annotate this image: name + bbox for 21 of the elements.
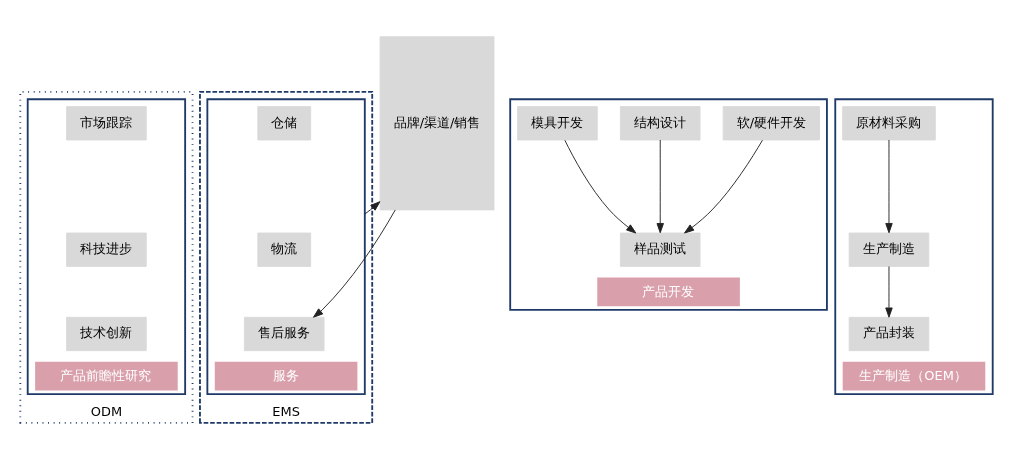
node-box: 样品测试 xyxy=(619,232,701,267)
node-box: 技术创新 xyxy=(66,316,147,351)
node-box: 品牌/渠道/销售 xyxy=(379,35,495,210)
node-box: 生产制造 xyxy=(848,232,930,267)
node-box: 产品封装 xyxy=(848,316,930,351)
node-box: 软/硬件开发 xyxy=(722,105,820,140)
node-box: 原材料采购 xyxy=(842,105,936,140)
arrow xyxy=(656,139,664,233)
node-box: 售后服务 xyxy=(243,316,325,351)
node-box: 模具开发 xyxy=(517,105,598,140)
arrow xyxy=(885,139,893,233)
node-box: 科技进步 xyxy=(66,232,147,267)
arrow xyxy=(364,200,381,214)
node-box: 仓储 xyxy=(257,105,312,140)
arrow xyxy=(313,209,396,318)
arrow xyxy=(885,265,893,318)
arrow xyxy=(564,139,637,233)
arrow xyxy=(684,139,763,233)
node-box: 结构设计 xyxy=(619,105,701,140)
node-box: 市场跟踪 xyxy=(66,105,147,140)
node-box: 物流 xyxy=(257,232,312,267)
